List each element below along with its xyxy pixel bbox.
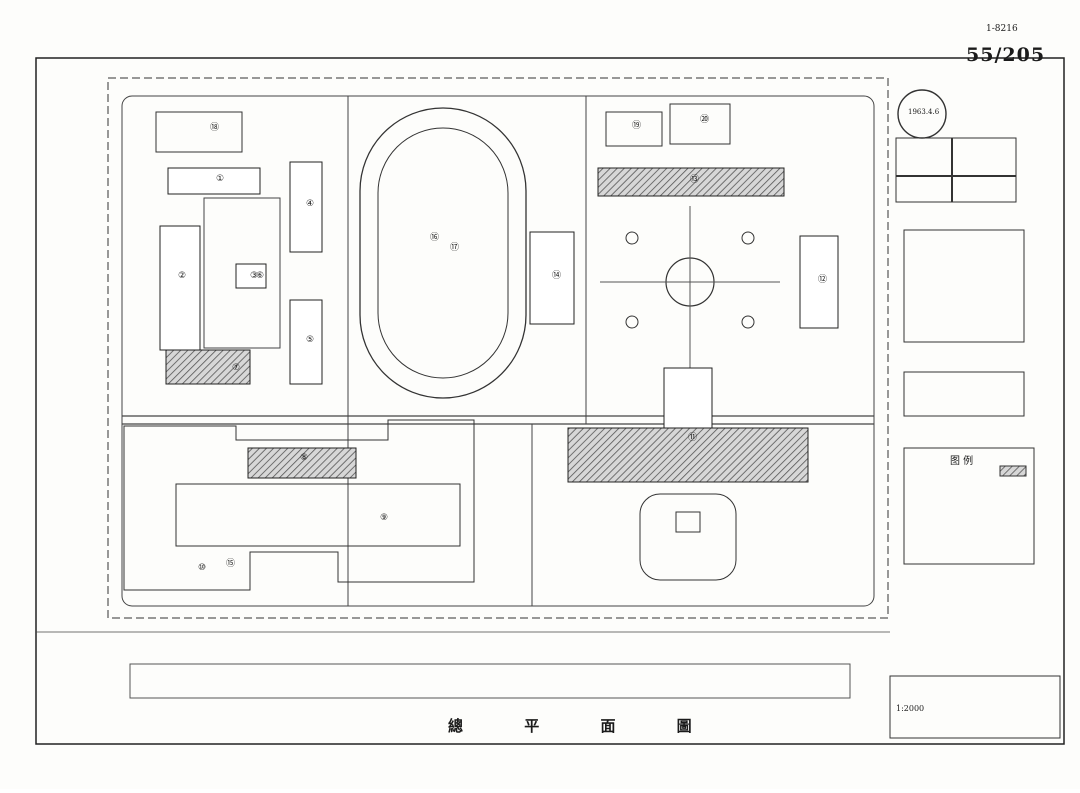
building-number-label: ⑬ — [690, 174, 699, 185]
main-hall-tower — [663, 367, 713, 431]
building-number-label: ⑮ — [226, 558, 235, 569]
approval-stamp — [897, 89, 947, 139]
building-number-label: ⑳ — [700, 114, 709, 125]
main-hall-hatched — [567, 427, 809, 483]
location-map-inset — [895, 137, 1017, 203]
lower-left-campus-outline — [123, 419, 475, 591]
title-block-scale: 1:2000 — [896, 704, 925, 713]
building-number-label: ⑦ — [232, 363, 240, 373]
main-gate — [675, 511, 701, 533]
building-2 — [159, 225, 201, 351]
materials-table — [903, 371, 1025, 417]
building-hatched-left — [165, 349, 251, 385]
sheet-number: 55/205 — [966, 44, 1046, 66]
building-19 — [605, 111, 663, 147]
building-hatched-lower — [247, 447, 357, 479]
building-12 — [799, 235, 839, 329]
building-number-label: ④ — [306, 199, 314, 209]
lower-court — [175, 483, 461, 547]
building-number-label: ② — [178, 271, 186, 281]
building-number-label: ⑫ — [818, 274, 827, 285]
building-number-label: ⑩ — [198, 563, 206, 573]
legend-hatch-swatch — [999, 465, 1027, 477]
title-block — [889, 675, 1061, 739]
building-18 — [155, 111, 243, 153]
elevation-strip — [129, 663, 851, 699]
building-number-label: ⑲ — [632, 120, 641, 131]
building-number-label: ⑤ — [306, 335, 314, 345]
running-track-outer — [359, 107, 527, 399]
building-number-label: ⑪ — [688, 432, 697, 443]
building-number-label: ⑨ — [380, 513, 388, 523]
courtyard-left — [203, 197, 281, 349]
building-14 — [529, 231, 575, 325]
site-boundary — [107, 77, 889, 619]
building-20 — [669, 103, 731, 145]
sheet-outer-border — [35, 57, 1065, 745]
building-1 — [167, 167, 261, 195]
building-number-label: ⑯ — [430, 232, 439, 243]
road-perimeter — [121, 95, 875, 607]
building-number-label: ⑧ — [300, 453, 308, 463]
plaza-node — [741, 231, 755, 245]
drawing-title: 總 平 面 圖 — [448, 717, 720, 735]
building-number-label: ⑭ — [552, 270, 561, 281]
stamp-date: 1963.4.6 — [908, 108, 940, 116]
building-number-label: ⑥ — [256, 271, 264, 281]
building-schedule-table — [903, 229, 1025, 343]
building-number-label: ⑰ — [450, 242, 459, 253]
building-number-label: ① — [216, 174, 224, 184]
plaza-node — [741, 315, 755, 329]
building-number-label: ⑱ — [210, 122, 219, 133]
running-track-inner — [377, 127, 509, 379]
building-4 — [289, 161, 323, 253]
building-hatched-north — [597, 167, 785, 197]
building-center-small — [235, 263, 267, 289]
plaza-node — [625, 315, 639, 329]
main-gate-plaza — [639, 493, 737, 581]
legend-table — [903, 447, 1035, 565]
reference-number: 1-8216 — [986, 24, 1018, 34]
building-number-label: ③ — [250, 271, 258, 281]
building-5 — [289, 299, 323, 385]
legend-title: 图 例 — [950, 456, 974, 467]
plaza-node — [625, 231, 639, 245]
